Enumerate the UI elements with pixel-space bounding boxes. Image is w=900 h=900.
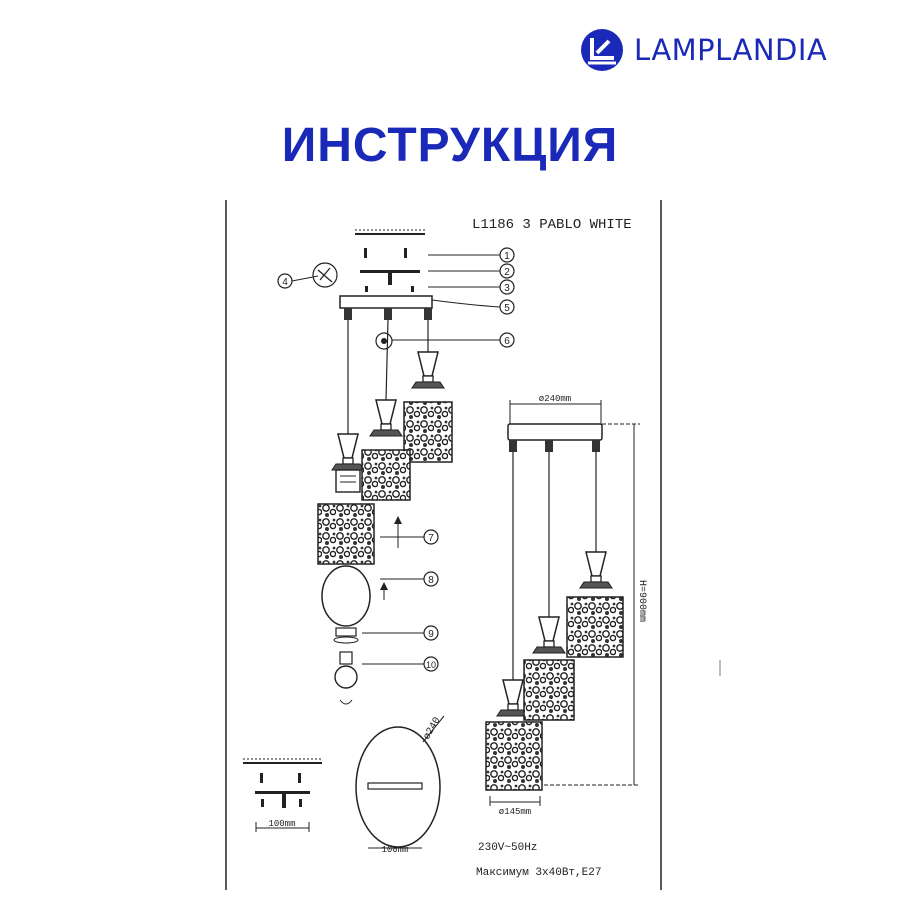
- max-power-spec: Максимум 3х40Вт,Е27: [476, 867, 601, 879]
- bracket-width-left: 100mm: [268, 819, 295, 829]
- canopy-diameter: ø240mm: [539, 394, 571, 404]
- callout-10: 10: [426, 660, 436, 670]
- page-title: ИНСТРУКЦИЯ: [281, 119, 619, 172]
- brand-name: LAMPLANDIA: [634, 33, 828, 67]
- height-dimension: H=900mm: [636, 580, 647, 622]
- callout-6: 6: [504, 336, 510, 347]
- plate-diameter: ø240: [422, 716, 444, 742]
- brand-logo: LAMPLANDIA: [580, 28, 827, 72]
- callout-9: 9: [428, 629, 434, 640]
- callout-7: 7: [428, 533, 434, 544]
- callout-1: 1: [504, 251, 510, 262]
- part-callouts: [277, 247, 515, 672]
- voltage-spec: 230V~50Hz: [478, 842, 537, 854]
- callout-4: 4: [282, 277, 288, 288]
- terminal-block: [312, 262, 338, 288]
- callout-8: 8: [428, 575, 434, 586]
- callout-5: 5: [504, 303, 510, 314]
- callout-3: 3: [504, 283, 510, 294]
- lamplandia-logo-icon: [581, 29, 623, 71]
- model-code: L1186 3 PABLO WHITE: [472, 217, 632, 233]
- shade-diameter: ø145mm: [499, 807, 531, 817]
- bracket-width-right: 100mm: [381, 845, 408, 855]
- callout-2: 2: [504, 267, 510, 278]
